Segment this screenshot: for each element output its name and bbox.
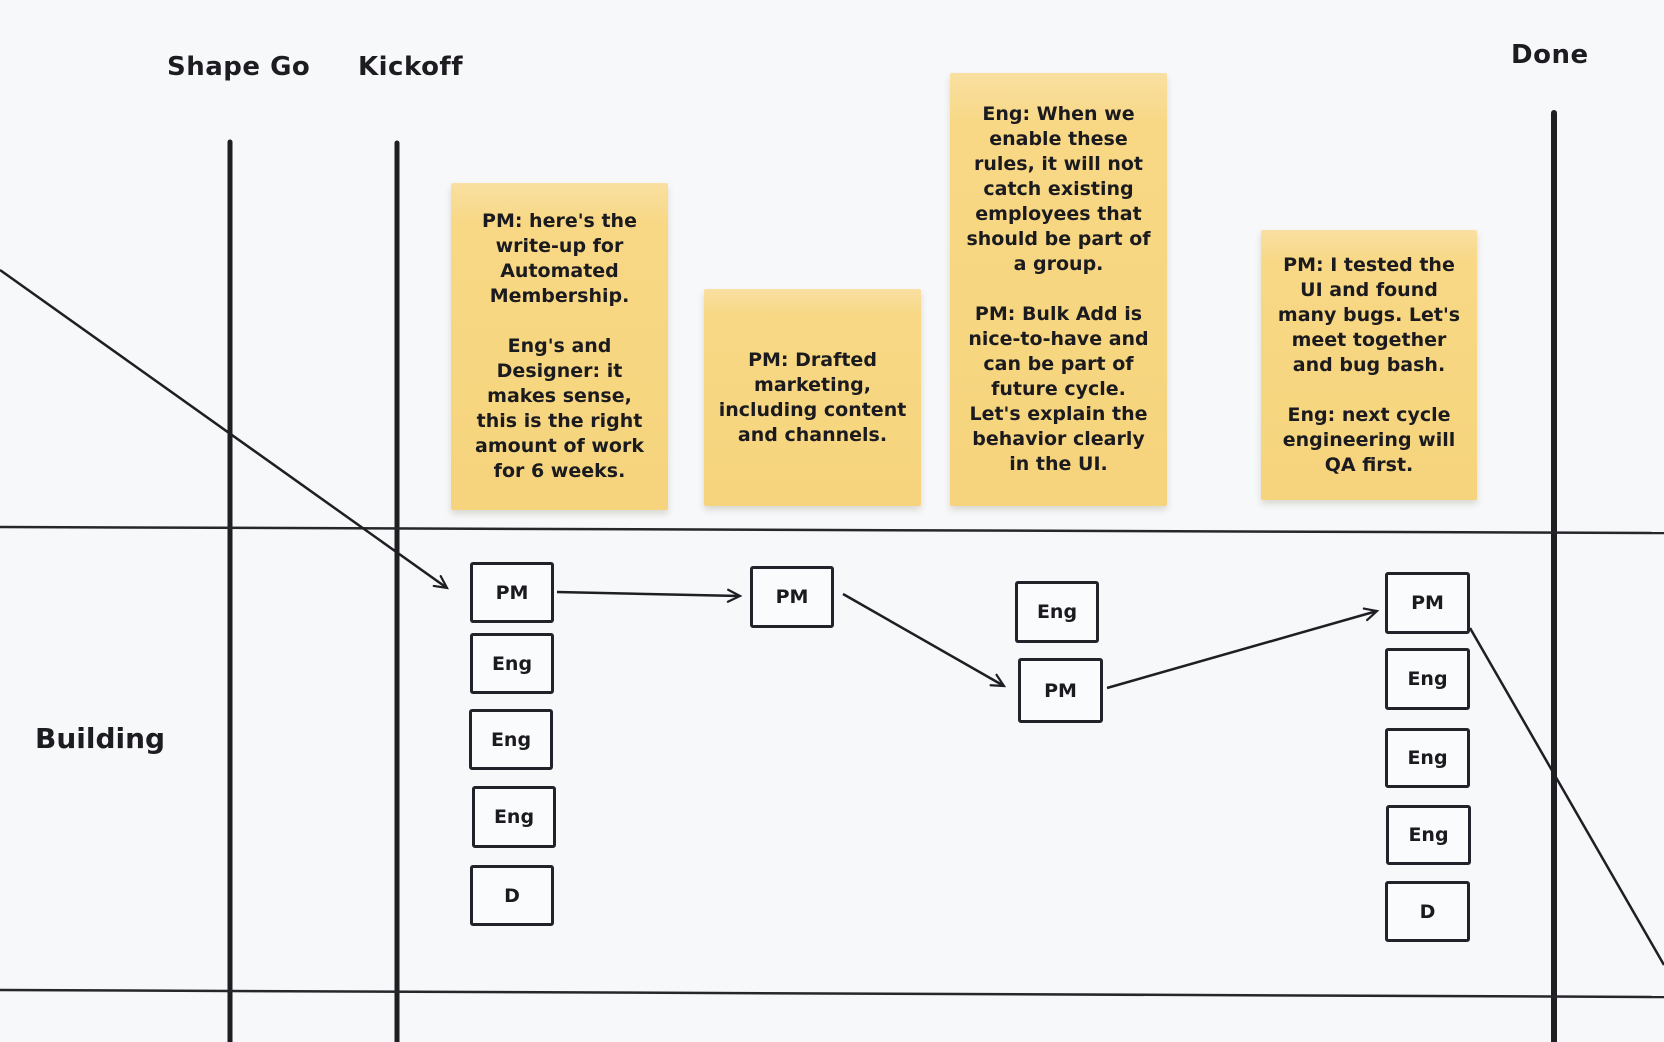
role-box-pm-step[interactable]: PM [750, 566, 834, 628]
lane-divider-top[interactable] [0, 525, 1664, 535]
role-box-label: PM [495, 581, 529, 604]
sticky-note-text: PM: Drafted marketing, including content… [718, 348, 907, 446]
line-done-pm-exit[interactable] [1468, 627, 1664, 966]
role-box-label: Eng [490, 728, 532, 751]
role-box-label: Eng [1408, 824, 1449, 846]
role-box-label: PM [775, 586, 809, 608]
role-box-label: PM [1411, 592, 1444, 614]
role-box-done-pm[interactable]: PM [1385, 572, 1470, 634]
role-box-done-d[interactable]: D [1385, 881, 1470, 942]
role-box-kickoff-eng-3[interactable]: Eng [472, 786, 556, 848]
role-box-label: Eng [493, 806, 535, 828]
sticky-note-rules[interactable]: Eng: When we enable these rules, it will… [950, 73, 1167, 506]
arrow-shaping-to-kickoff-pm[interactable] [0, 268, 450, 590]
role-box-label: Eng [1407, 747, 1448, 769]
milestone-label-kickoff[interactable]: Kickoff [358, 52, 464, 82]
role-box-label: Eng [1036, 601, 1078, 623]
sticky-note-text: Eng: When we enable these rules, it will… [966, 103, 1151, 475]
milestone-label-shape-go[interactable]: Shape Go [167, 52, 311, 82]
role-box-label: PM [1044, 679, 1077, 702]
role-box-kickoff-pm[interactable]: PM [470, 562, 554, 623]
sticky-note-text: PM: I tested the UI and found many bugs.… [1277, 253, 1461, 476]
role-box-kickoff-eng-1[interactable]: Eng [470, 633, 554, 694]
role-box-kickoff-d[interactable]: D [470, 865, 554, 926]
role-box-mid-pm[interactable]: PM [1018, 658, 1103, 723]
arrow-pm-step-to-mid-pm[interactable] [842, 592, 1007, 688]
role-box-mid-eng[interactable]: Eng [1015, 581, 1099, 643]
role-box-kickoff-eng-2[interactable]: Eng [469, 709, 553, 770]
sticky-note-writeup[interactable]: PM: here's the write-up for Automated Me… [451, 183, 668, 510]
milestone-label-done[interactable]: Done [1511, 40, 1589, 70]
swimlane-label-building[interactable]: Building [35, 722, 166, 755]
role-box-done-eng-1[interactable]: Eng [1385, 648, 1470, 710]
lane-divider-bottom[interactable] [0, 988, 1664, 999]
sticky-note-text: PM: here's the write-up for Automated Me… [475, 210, 644, 482]
sticky-note-marketing[interactable]: PM: Drafted marketing, including content… [704, 289, 921, 506]
arrow-pm-to-pm-step[interactable] [556, 588, 743, 603]
sticky-note-bug-bash[interactable]: PM: I tested the UI and found many bugs.… [1261, 230, 1477, 500]
role-box-label: Eng [491, 652, 533, 675]
role-box-label: D [1419, 900, 1436, 923]
arrow-mid-pm-to-done-pm[interactable] [1106, 607, 1380, 690]
role-box-done-eng-3[interactable]: Eng [1386, 805, 1471, 865]
role-box-done-eng-2[interactable]: Eng [1385, 728, 1470, 788]
role-box-label: D [504, 884, 520, 907]
role-box-label: Eng [1407, 668, 1448, 690]
